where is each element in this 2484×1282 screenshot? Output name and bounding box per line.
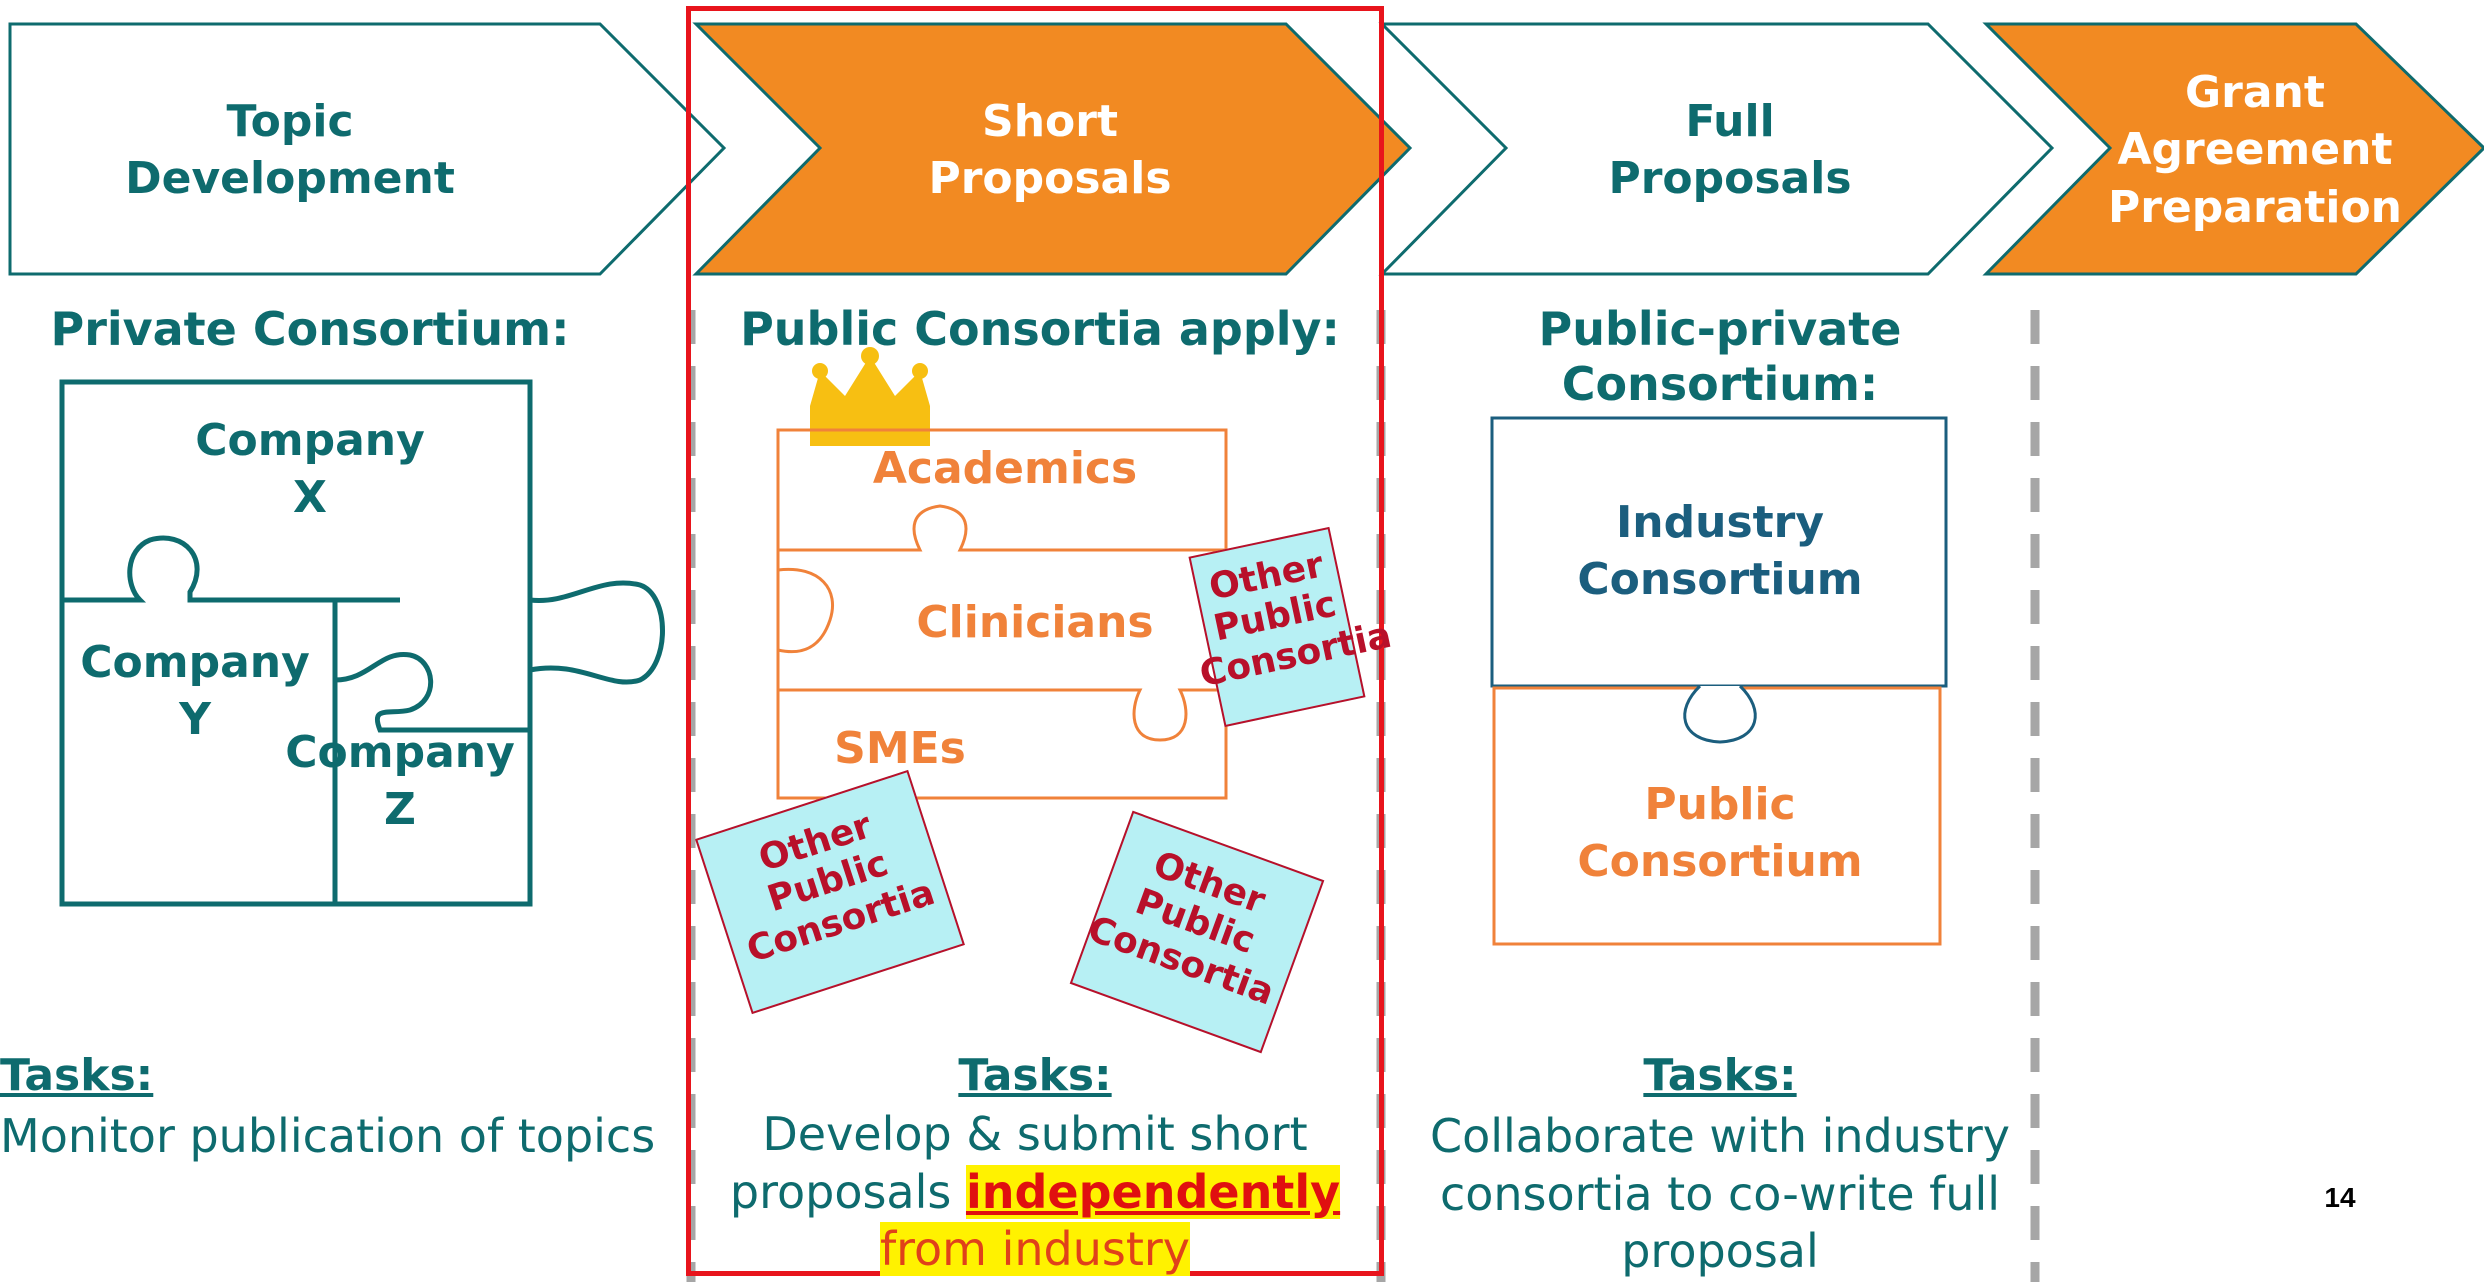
col3-tasks-title: Tasks: xyxy=(1643,1050,1797,1101)
clinicians-label: Clinicians xyxy=(916,597,1154,648)
stage-topic-development-shape xyxy=(8,22,727,276)
company-x-label: Company X xyxy=(195,415,425,524)
company-z-label: Company Z xyxy=(285,727,515,836)
stage-short-proposals-label: Short Proposals xyxy=(928,95,1172,204)
private-consortium-puzzle xyxy=(59,379,665,907)
col2-tasks-line3-wrap: from industry xyxy=(700,1221,1370,1279)
academics-label: Academics xyxy=(872,443,1138,494)
col2-tasks-line1: Develop & submit short xyxy=(762,1107,1308,1161)
col3-tasks-text: Collaborate with industry consortia to c… xyxy=(1429,1109,2011,1278)
stage-grant-agreement-shape xyxy=(1982,22,2484,276)
col2-tasks-line2-prefix: proposals xyxy=(729,1164,966,1219)
public-consortia-heading: Public Consortia apply: xyxy=(740,302,1340,356)
col2-tasks-text: Develop & submit short proposals indepen… xyxy=(700,1106,1370,1279)
independently-highlight: independently xyxy=(965,1164,1341,1219)
public-consortium-label: Public Consortium xyxy=(1577,779,1863,888)
col1-tasks-text: Monitor publication of topics xyxy=(0,1109,656,1163)
crown-icon xyxy=(810,347,930,446)
col2-tasks-line2: proposals independently xyxy=(700,1164,1370,1222)
stage-grant-agreement-label: Grant Agreement Preparation xyxy=(2107,67,2403,233)
company-y-label: Company Y xyxy=(80,637,310,746)
col2-tasks-line3: from industry xyxy=(879,1222,1191,1276)
stage-full-proposals-shape xyxy=(1378,22,2055,276)
private-consortium-heading: Private Consortium: xyxy=(50,302,570,356)
stage-short-proposals-shape xyxy=(692,22,1413,276)
stage-topic-development-label: Topic Development xyxy=(125,95,455,204)
smes-label: SMEs xyxy=(834,723,966,774)
industry-consortium-label: Industry Consortium xyxy=(1577,497,1863,606)
stage-full-proposals-label: Full Proposals xyxy=(1608,95,1852,204)
col2-tasks-title: Tasks: xyxy=(958,1050,1112,1101)
public-private-puzzle xyxy=(1490,416,1948,946)
stage-arrows xyxy=(8,22,2484,276)
public-private-consortium-heading: Public-private Consortium: xyxy=(1538,302,1902,412)
col1-tasks-title: Tasks: xyxy=(0,1050,154,1101)
page-number: 14 xyxy=(2324,1182,2356,1213)
